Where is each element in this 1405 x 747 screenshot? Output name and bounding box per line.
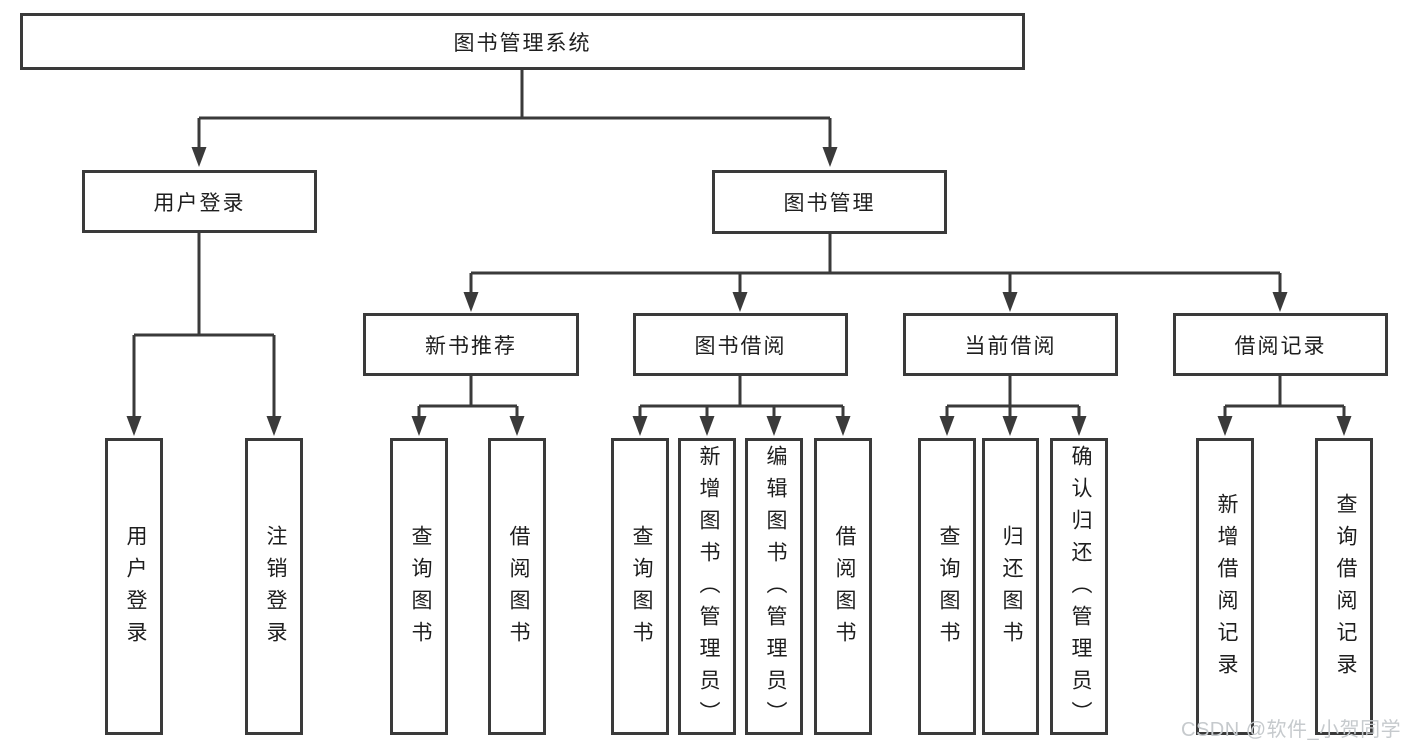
leaf-borrow-add-books-admin: 新增图书（管理员） <box>678 438 736 735</box>
leaf-newbook-query-books: 查询图书 <box>390 438 448 735</box>
leaf-newbook-borrow-books: 借阅图书 <box>488 438 546 735</box>
node-book-borrowing: 图书借阅 <box>633 313 848 376</box>
leaf-records-add-borrow-record: 新增借阅记录 <box>1196 438 1254 735</box>
leaf-user-login: 用户登录 <box>105 438 163 735</box>
user-login-branch-connector <box>126 233 282 436</box>
leaf-borrow-edit-books-admin: 编辑图书（管理员） <box>745 438 803 735</box>
leaf-current-query-books: 查询图书 <box>918 438 976 735</box>
node-new-book-recommend: 新书推荐 <box>363 313 579 376</box>
node-current-borrowing: 当前借阅 <box>903 313 1118 376</box>
borrowing-records-branch-connector <box>1217 376 1352 436</box>
leaf-current-return-books: 归还图书 <box>982 438 1039 735</box>
watermark: CSDN @软件_小贺同学 <box>1181 719 1402 741</box>
node-book-management: 图书管理 <box>712 170 947 234</box>
book-borrowing-branch-connector <box>632 376 851 436</box>
leaf-borrow-borrow-books: 借阅图书 <box>814 438 872 735</box>
new-book-branch-connector <box>411 376 525 436</box>
leaf-logout: 注销登录 <box>245 438 303 735</box>
leaf-borrow-query-books: 查询图书 <box>611 438 669 735</box>
current-borrowing-branch-connector <box>939 376 1087 436</box>
node-user-login: 用户登录 <box>82 170 317 233</box>
node-root: 图书管理系统 <box>20 13 1025 70</box>
leaf-records-query-borrow-record: 查询借阅记录 <box>1315 438 1373 735</box>
trunk-connector <box>191 70 838 167</box>
node-borrowing-records: 借阅记录 <box>1173 313 1388 376</box>
book-management-branch-connector <box>463 234 1288 312</box>
leaf-current-confirm-return-admin: 确认归还（管理员） <box>1050 438 1108 735</box>
